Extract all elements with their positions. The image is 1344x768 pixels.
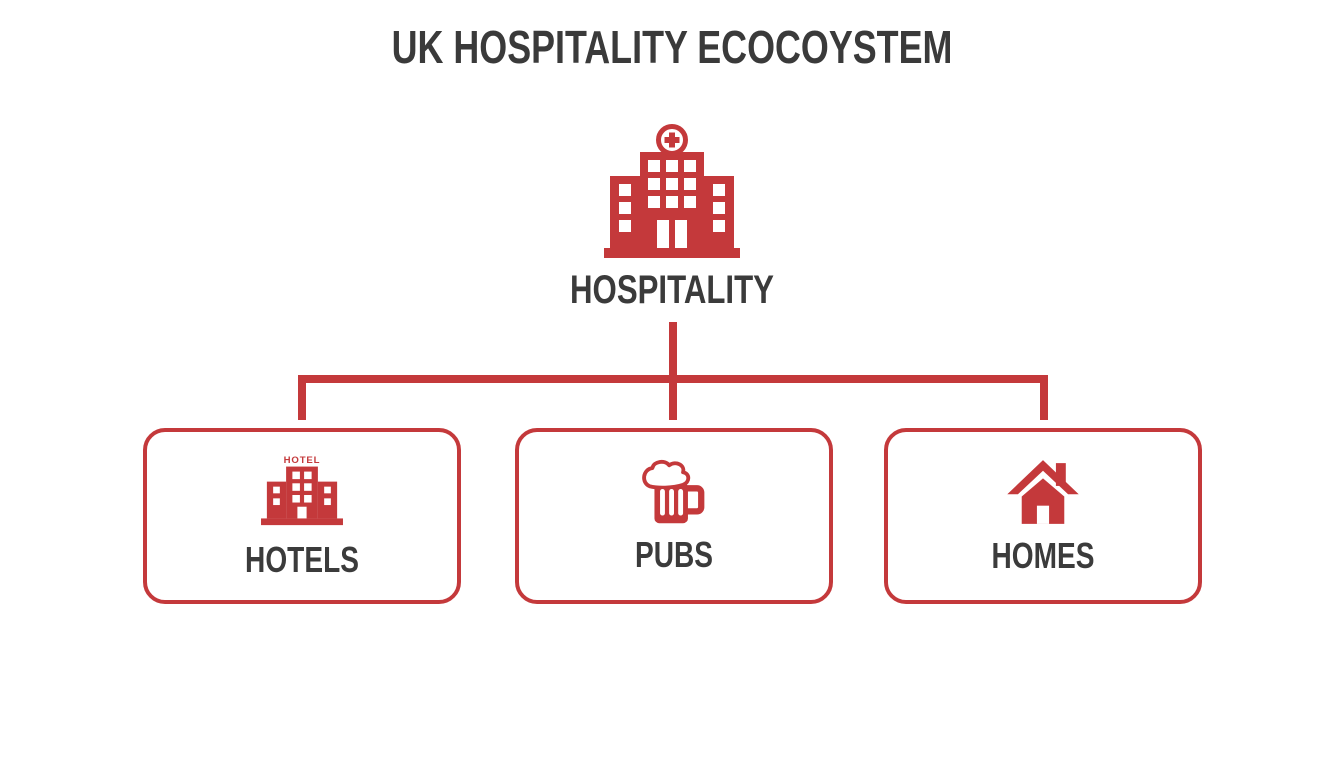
connector-drop-left	[298, 375, 306, 420]
root-node-label: HOSPITALITY	[570, 268, 774, 312]
node-box-homes: HOMES	[884, 428, 1202, 604]
node-label-pubs: PUBS	[634, 533, 714, 575]
node-label-hotels: HOTELS	[245, 538, 359, 580]
hotel-icon: HOTEL	[261, 455, 343, 525]
node-box-hotels: HOTEL HOTELS	[143, 428, 461, 604]
root-node	[602, 124, 742, 258]
node-label-homes: HOMES	[991, 535, 1095, 577]
connector-drop-center	[669, 383, 677, 420]
beer-mug-icon	[642, 459, 705, 523]
connector-stem	[669, 322, 677, 375]
hospital-icon	[604, 124, 740, 258]
connector-horizontal	[298, 375, 1048, 383]
house-icon	[1007, 460, 1079, 525]
node-box-pubs: PUBS	[515, 428, 833, 604]
hotel-sign-text: HOTEL	[284, 455, 321, 466]
connector-drop-right	[1040, 375, 1048, 420]
diagram-title: UK HOSPITALITY ECOCOYSTEM	[391, 21, 953, 73]
